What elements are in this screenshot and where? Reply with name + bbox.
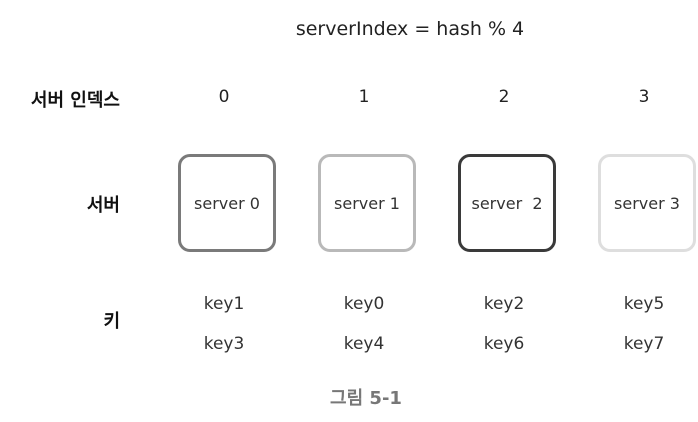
server-name-0: server 0 — [194, 193, 260, 213]
key-item: key0 — [343, 294, 385, 314]
server-box-1: server 1 — [318, 154, 416, 252]
key-item: key5 — [623, 294, 665, 314]
row-label-server-index: 서버 인덱스 — [30, 90, 120, 111]
figure-caption: 그림 5-1 — [330, 388, 402, 409]
server-column-3: 3 server 3 key5 key7 — [574, 0, 698, 422]
key-item: key6 — [483, 334, 525, 354]
server-box-3: server 3 — [598, 154, 696, 252]
key-item: key1 — [203, 294, 245, 314]
key-item: key2 — [483, 294, 525, 314]
key-item: key7 — [623, 334, 665, 354]
server-column-2: 2 server 2 key2 key6 — [434, 0, 574, 422]
server-name-2: server 2 — [471, 193, 543, 213]
row-label-key: 키 — [103, 311, 120, 332]
key-list-0: key1 key3 — [154, 290, 294, 370]
server-index-0: 0 — [218, 87, 230, 107]
key-item: key4 — [343, 334, 385, 354]
key-item: key3 — [203, 334, 245, 354]
key-list-1: key0 key4 — [294, 290, 434, 370]
server-index-1: 1 — [358, 87, 370, 107]
server-box-0: server 0 — [178, 154, 276, 252]
formula-text: serverIndex = hash % 4 — [295, 18, 525, 40]
server-column-0: 0 server 0 key1 key3 — [154, 0, 294, 422]
server-name-3: server 3 — [614, 193, 680, 213]
server-index-2: 2 — [498, 87, 510, 107]
key-list-3: key5 key7 — [574, 290, 698, 370]
server-name-1: server 1 — [334, 193, 400, 213]
row-label-server: 서버 — [86, 195, 120, 216]
server-column-1: 1 server 1 key0 key4 — [294, 0, 434, 422]
key-list-2: key2 key6 — [434, 290, 574, 370]
server-index-3: 3 — [638, 87, 650, 107]
server-box-2: server 2 — [458, 154, 556, 252]
